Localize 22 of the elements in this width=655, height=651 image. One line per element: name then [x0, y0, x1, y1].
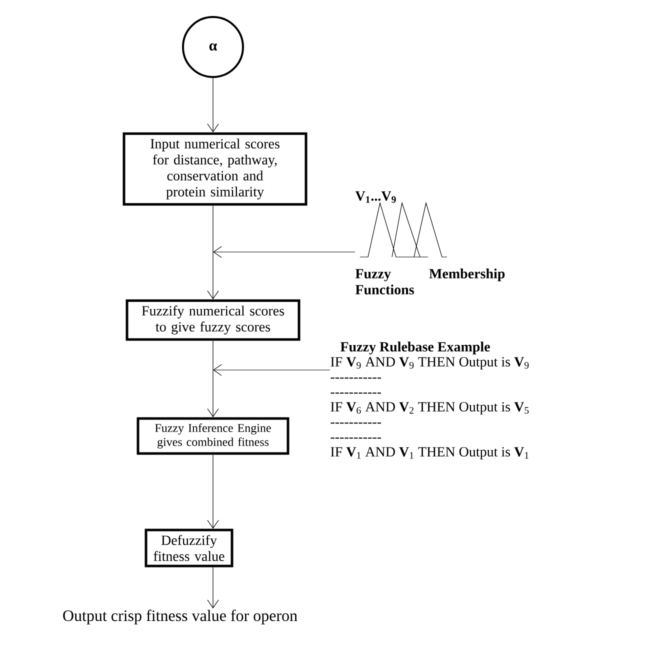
process-box: Fuzzy Inference Engine gives combined fitness	[136, 417, 290, 455]
rule-text: -----------	[330, 422, 381, 424]
rule-text: IF V$_{1}$ AND V$_{1}$ THEN Output is V$_{1}$	[330, 447, 528, 460]
rule-text: -----------	[330, 438, 381, 439]
arrow	[213, 364, 330, 376]
arrow	[207, 340, 219, 418]
rule-text: -----------	[330, 392, 381, 394]
rule-text: -----------	[330, 378, 381, 379]
arrow	[213, 246, 356, 258]
process-box: Input numerical scores for distance, pathway, conservation and protein similarity	[122, 132, 308, 206]
membership-label: V$_{1}$...V$_{9}$	[355, 191, 396, 203]
process-box: Defuzzify fitness value	[144, 528, 234, 568]
arrow	[207, 205, 219, 300]
arrow	[207, 78, 219, 132]
arrow	[207, 566, 219, 608]
rule-text: IF V$_{9}$ AND V$_{9}$ THEN Output is V$_{9}$	[330, 357, 529, 370]
output-text: Output crisp fitness value for operon	[63, 610, 298, 624]
arrow	[207, 454, 219, 529]
process-box: Fuzzify numerical scores to give fuzzy scores	[126, 299, 300, 341]
rulebase-heading: Fuzzy Rulebase Example	[340, 342, 490, 354]
rule-text: IF V$_{6}$ AND V$_{2}$ THEN Output is V$_{5}$	[330, 402, 529, 414]
membership-caption: Fuzzy Membership Functions	[355, 268, 505, 294]
